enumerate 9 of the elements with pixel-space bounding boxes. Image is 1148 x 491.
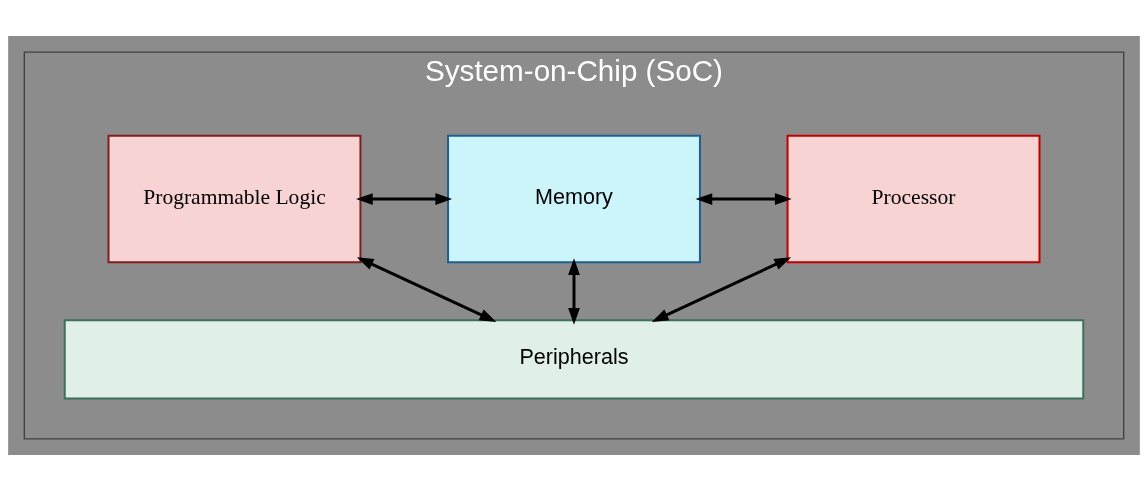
arrow bbox=[651, 257, 792, 322]
arrow bbox=[695, 193, 792, 205]
node-box: Programmable Logic bbox=[107, 134, 362, 264]
arrow bbox=[356, 193, 453, 205]
node-box: Processor bbox=[786, 134, 1041, 264]
arrow bbox=[356, 257, 497, 322]
node-box: Memory bbox=[447, 134, 701, 264]
node-box: Peripherals bbox=[63, 319, 1085, 400]
arrow bbox=[568, 258, 580, 325]
